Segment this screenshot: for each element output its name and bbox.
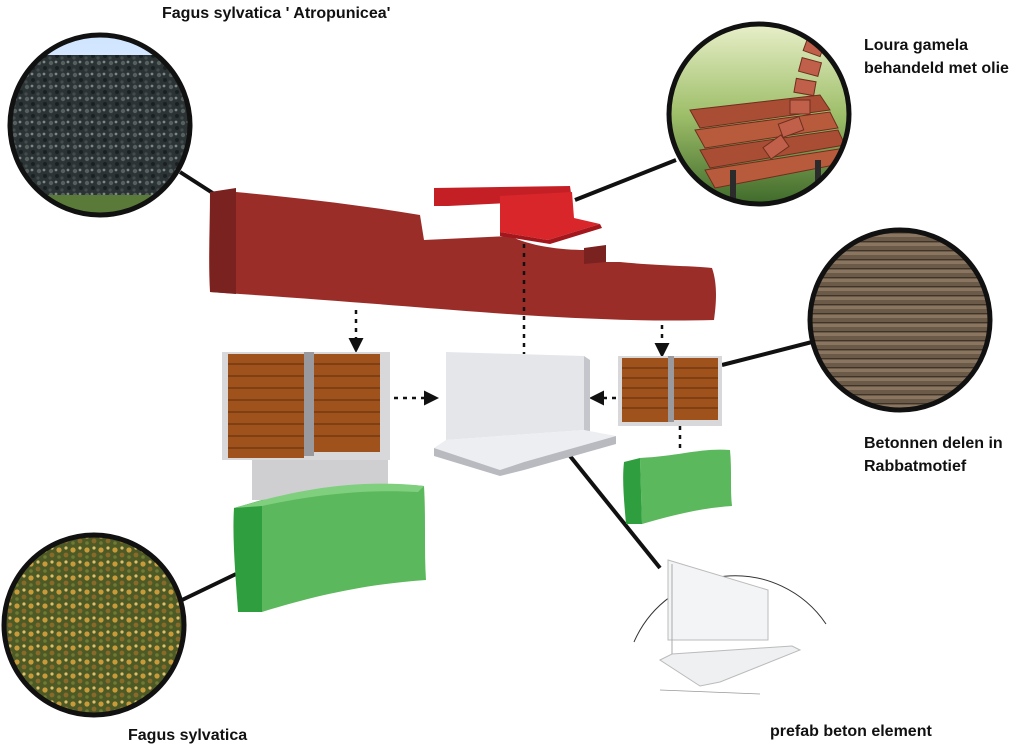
label-fagus-atropunicea: Fagus sylvatica ' Atropunicea' xyxy=(162,2,390,25)
photo-wooden-bench xyxy=(666,21,852,207)
label-prefab-element-text: prefab beton element xyxy=(770,723,932,740)
l-shaped-concrete-wall xyxy=(434,352,616,476)
photo-beech-hedge xyxy=(1,532,187,718)
label-fagus-sylvatica-text: Fagus sylvatica xyxy=(128,727,248,744)
label-fagus-sylvatica: Fagus sylvatica xyxy=(128,724,247,747)
callout-line-hedge-bottom xyxy=(181,572,237,602)
prefab-element-sketch xyxy=(633,559,827,695)
left-plank-panel xyxy=(222,352,390,500)
label-bench-line-1: Loura gamela xyxy=(864,37,969,54)
label-bench-material: Loura gamela behandeld met olie xyxy=(864,34,1009,80)
callout-line-bench xyxy=(574,158,677,202)
label-concrete-parts: Betonnen delen in Rabbatmotief xyxy=(864,432,1003,478)
photo-concrete-planks xyxy=(807,227,993,413)
right-plank-panel xyxy=(618,356,722,426)
green-hedge-right xyxy=(623,449,732,524)
callout-line-concrete xyxy=(721,340,813,367)
photo-purple-beech-hedge xyxy=(7,32,193,218)
red-bench-volume xyxy=(434,186,602,244)
label-concrete-line-1: Betonnen delen in xyxy=(864,435,1003,452)
label-bench-line-2: behandeld met olie xyxy=(864,60,1009,77)
purple-hedge-volume xyxy=(209,188,716,321)
label-prefab-element: prefab beton element xyxy=(770,720,932,743)
label-concrete-line-2: Rabbatmotief xyxy=(864,458,967,475)
label-fagus-atropunicea-text: Fagus sylvatica ' Atropunicea' xyxy=(162,5,391,22)
callout-line-prefab xyxy=(568,454,662,570)
green-hedge-left xyxy=(233,483,426,612)
